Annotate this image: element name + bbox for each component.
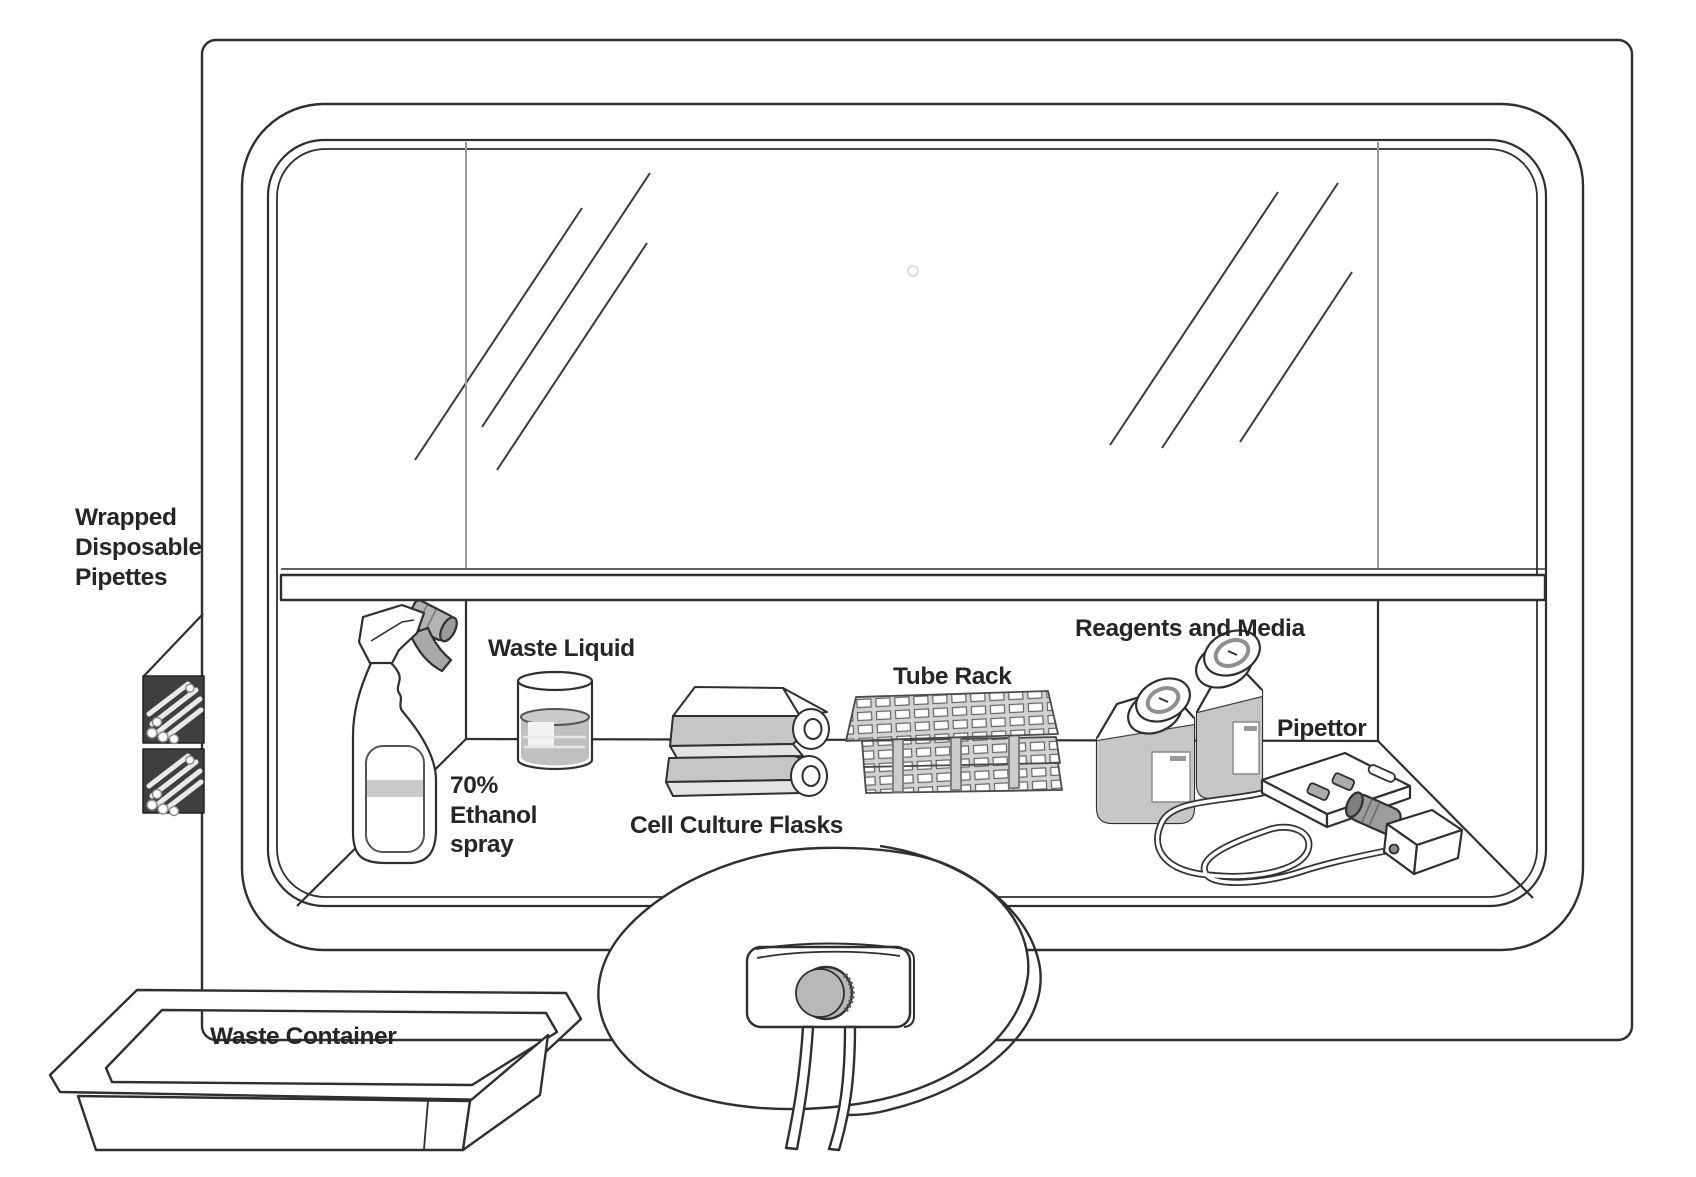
spray-liquid-band <box>367 780 424 797</box>
labels: Wrapped Disposable Pipettes Waste Liquid… <box>75 504 1368 1050</box>
label-cell-culture-flasks: Cell Culture Flasks <box>630 812 843 839</box>
label-wrapped-line2: Disposable <box>75 534 202 561</box>
control-knob <box>795 965 855 1021</box>
label-wrapped-line3: Pipettes <box>75 564 167 591</box>
pod-legs <box>784 1025 857 1152</box>
cell-culture-flasks <box>665 686 830 797</box>
pipettor-device <box>1154 751 1464 886</box>
label-waste-container: Waste Container <box>210 1023 397 1050</box>
media-bottle-front-cap <box>1127 677 1191 735</box>
wrapped-disposable-pipettes <box>142 613 205 817</box>
glass-reflection-left <box>414 172 651 471</box>
pipette-bundle-bottom <box>142 748 205 817</box>
label-ethanol-line1: 70% <box>450 772 498 799</box>
spray-body <box>351 661 438 865</box>
reagent-media-bottles <box>1095 629 1264 825</box>
spray-label-outline <box>365 745 425 853</box>
label-ethanol-line2: Ethanol <box>450 802 537 829</box>
media-bottle-front <box>1095 677 1196 825</box>
pipettor-nozzle2 <box>1331 772 1356 791</box>
pipettor-nozzle1 <box>1306 782 1331 801</box>
beaker-liquid <box>520 708 590 766</box>
label-ethanol-line3: spray <box>450 831 514 858</box>
label-pipettor: Pipettor <box>1277 715 1367 742</box>
knob-panel <box>745 942 915 1029</box>
label-wrapped-line1: Wrapped <box>75 504 177 531</box>
ethanol-spray-bottle <box>351 599 458 865</box>
pipette-bundle-top <box>142 675 205 745</box>
spray-trigger <box>408 626 453 673</box>
label-tube-rack: Tube Rack <box>893 663 1012 690</box>
media-bottle-back-cap <box>1195 629 1261 689</box>
tube-rack <box>845 690 1063 794</box>
flask1-top <box>672 686 801 717</box>
waste-container-front <box>76 1094 472 1152</box>
glass-pane <box>414 142 1379 568</box>
pipettor-cord <box>1154 788 1394 886</box>
control-pod <box>597 844 1042 1152</box>
waste-container-rightface <box>461 1033 550 1152</box>
label-waste-liquid: Waste Liquid <box>488 635 635 662</box>
flask1-cap <box>792 708 830 750</box>
power-connector <box>1388 843 1400 855</box>
label-reagents-media: Reagents and Media <box>1075 615 1305 642</box>
worksurface-corner-right <box>1377 740 1534 899</box>
pipettor-power-box <box>1382 808 1464 876</box>
rack-tray-top <box>845 690 1059 742</box>
pod-shell-outer <box>847 844 1042 1117</box>
waste-container-rim <box>48 988 583 1102</box>
waste-liquid-beaker <box>516 670 594 771</box>
pipettor-slot <box>1367 764 1396 783</box>
glass-reflection-right <box>1109 182 1353 449</box>
glass-port-dot <box>907 265 919 277</box>
beaker-rim <box>516 670 594 692</box>
media-bottle-back <box>1195 629 1264 800</box>
flask2-base <box>665 779 802 797</box>
flask1-base <box>669 743 804 759</box>
waste-container <box>48 988 583 1152</box>
sash-bar <box>279 568 1547 602</box>
flask2-cap <box>790 755 828 797</box>
